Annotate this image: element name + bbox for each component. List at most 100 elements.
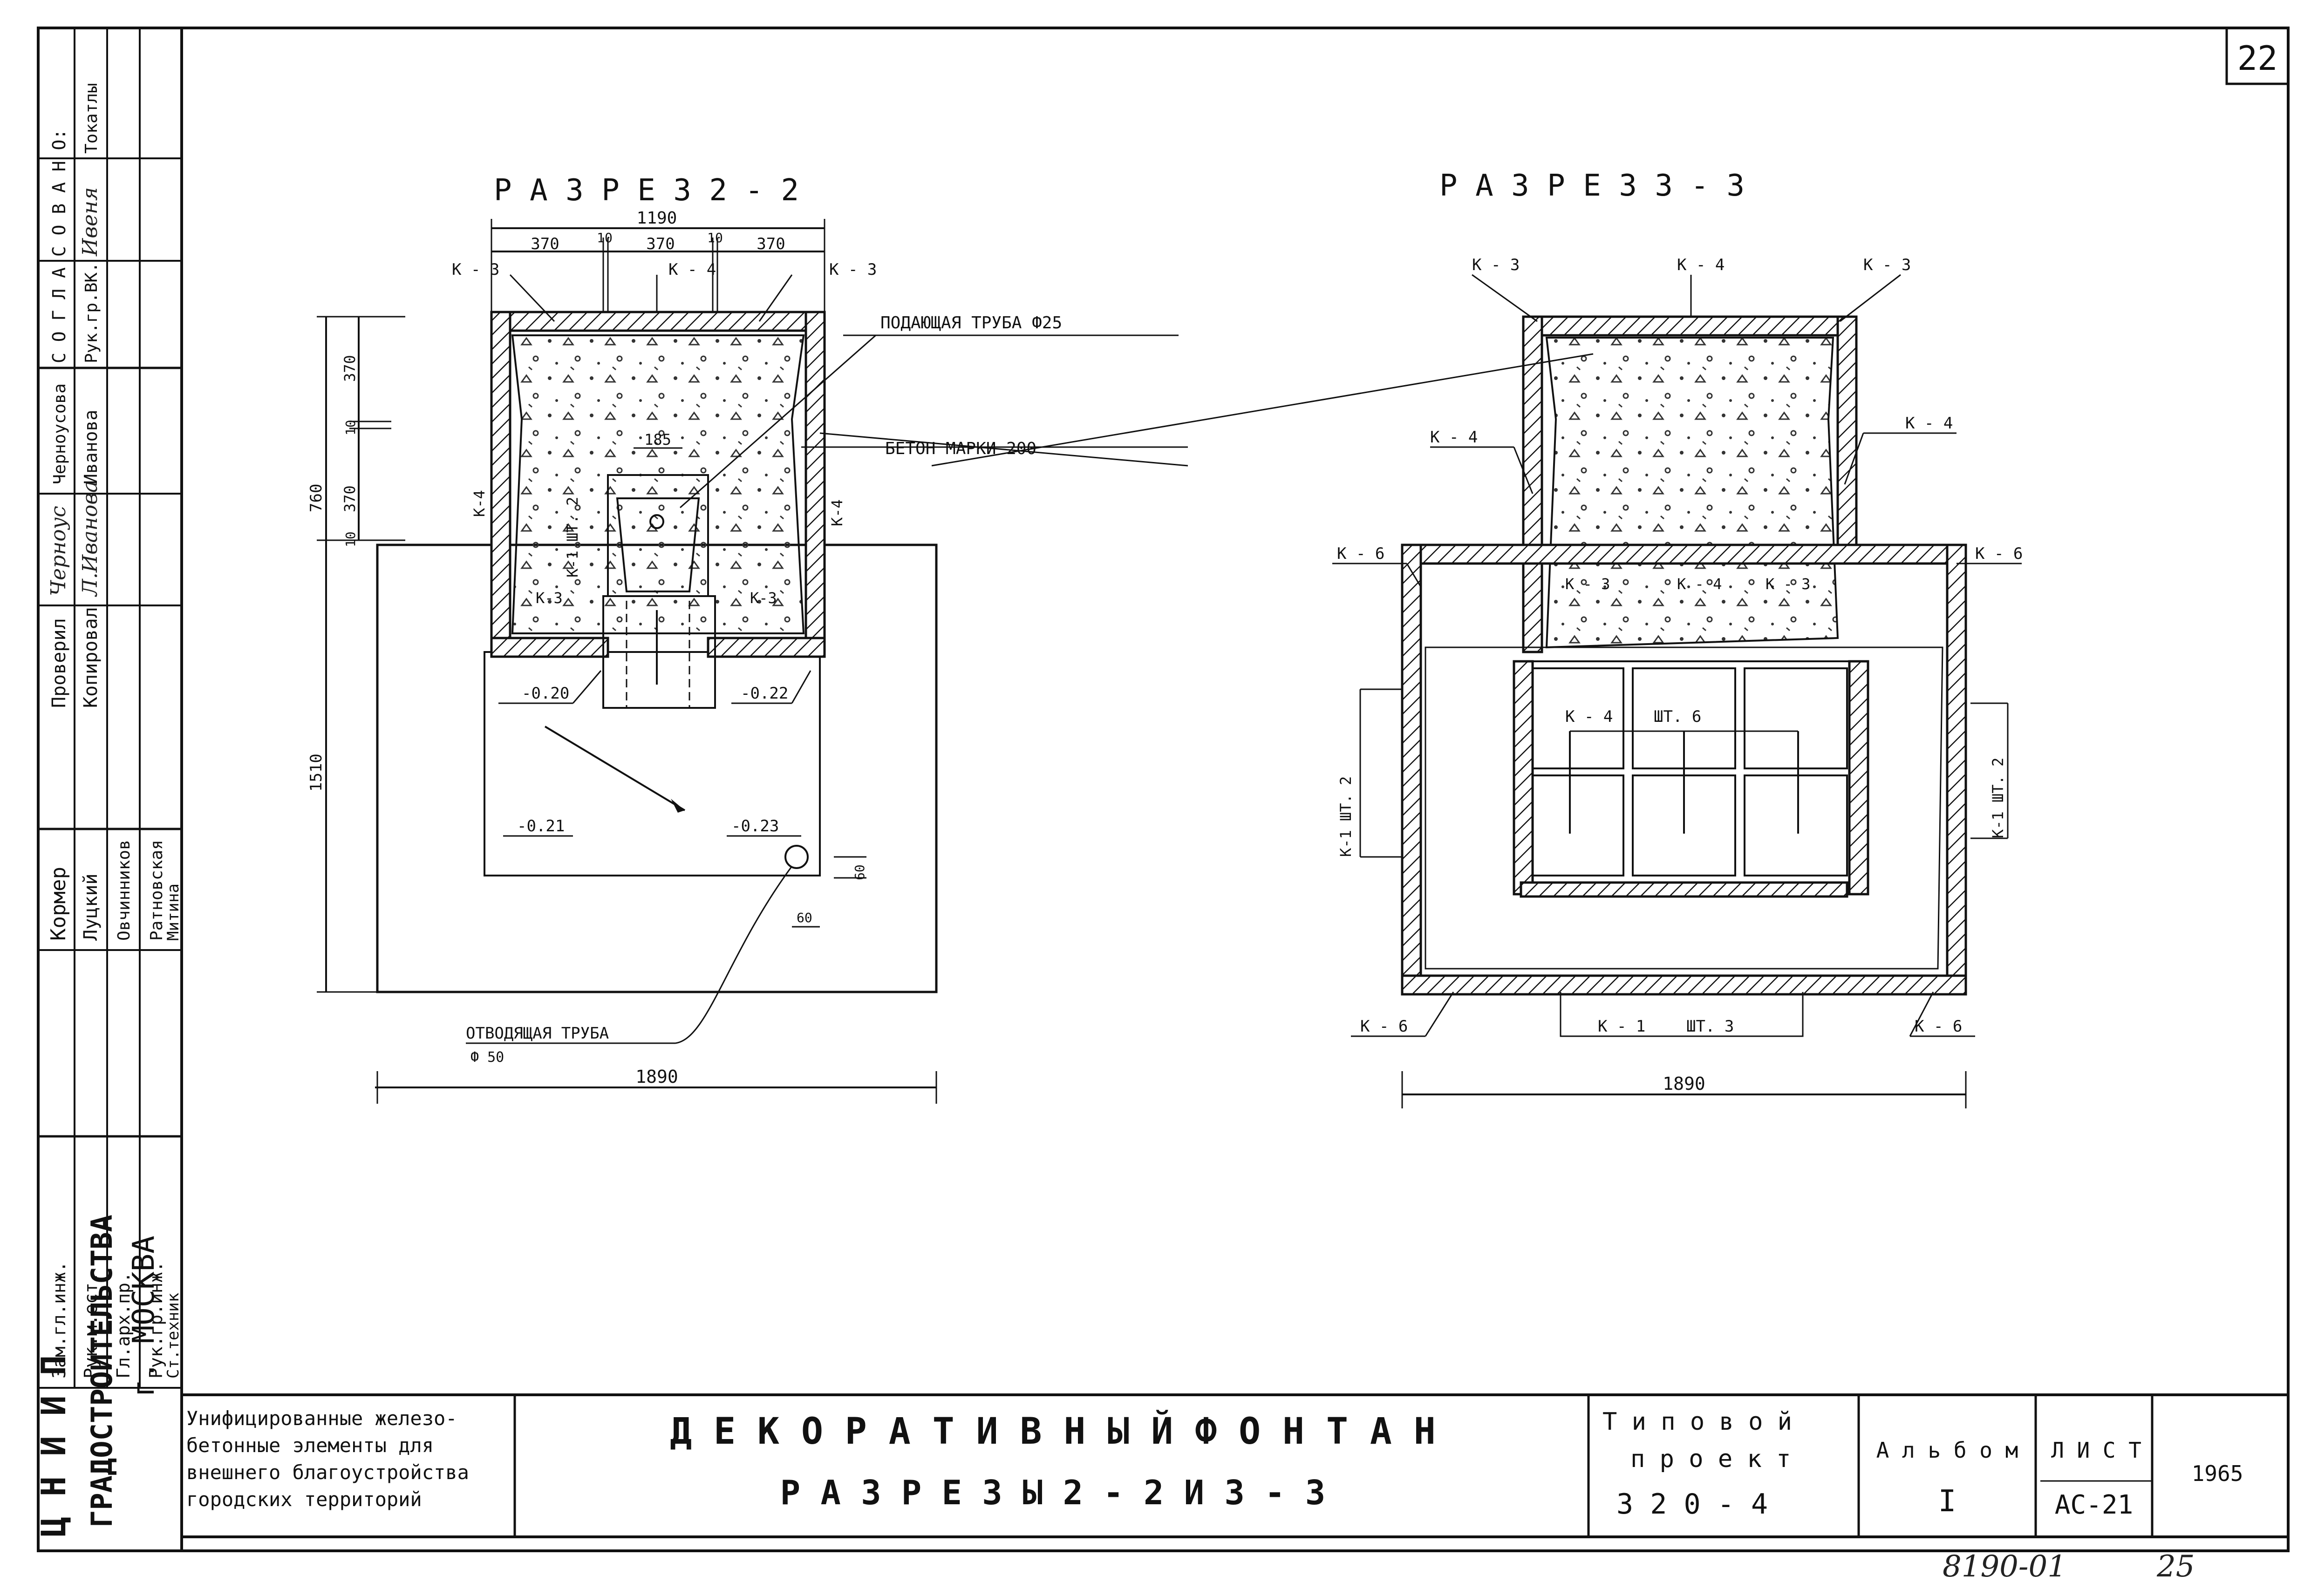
institute-line3: г. МОСКВА — [127, 1236, 161, 1397]
dim-370-a: 370 — [531, 235, 559, 253]
role-4: Рук.гр.инж. — [146, 1261, 166, 1379]
sht3: ШТ. 3 — [1686, 1017, 1734, 1036]
k4-left: К-4 — [470, 490, 488, 517]
section-3-3: Р А З Р Е З 3 - 3 К - 3 К - 4 — [931, 169, 2023, 1108]
k1-b: К - 1 — [1598, 1017, 1645, 1036]
role-5: Ст.техник — [164, 1293, 183, 1379]
sheet-number-box — [2225, 27, 2290, 85]
check-sig-1: Черноус — [47, 506, 70, 596]
basin-outline — [484, 651, 821, 876]
dim-10-v1: 10 — [343, 420, 358, 435]
dim-60-a: 60 — [852, 864, 867, 880]
check-name-2: Иванова — [81, 410, 101, 484]
role-1: Зам.гл.инж. — [49, 1261, 69, 1379]
k3-right: К - 3 — [829, 260, 877, 279]
agreed-title: С О Г Л А С О В А Н О: — [49, 129, 69, 363]
elev-023: -0.23 — [731, 817, 779, 835]
role-3: Гл.арх.пр. — [113, 1272, 134, 1379]
k1-r: К-1 ШТ. 2 — [1989, 758, 2007, 838]
k3-in-l: К - 3 — [1565, 575, 1610, 593]
k3-tl: К - 3 — [1472, 256, 1520, 274]
desc-line1: Унифицированные железо- — [186, 1407, 457, 1430]
project-line1: Т и п о в о й — [1602, 1408, 1792, 1436]
concrete-fill — [512, 335, 804, 633]
dim-370-b: 370 — [646, 235, 675, 253]
k3-left: К - 3 — [452, 260, 499, 279]
k4-t: К - 4 — [1677, 256, 1725, 274]
section-2-2: Р А З Р Е З 2 - 2 1190 370 10 370 10 370 — [307, 173, 1188, 1104]
institute-line2: ГРАДОСТРОИТЕЛЬСТВА — [85, 1215, 119, 1528]
sheet-label: Л И С Т — [2051, 1438, 2141, 1463]
concrete-label: БЕТОН МАРКИ 200 — [885, 439, 1036, 458]
institute-line1: Ц Н И И П — [34, 1355, 73, 1537]
pipe-drain-d: Ф 50 — [470, 1049, 504, 1066]
project-line2: п р о е к т — [1630, 1445, 1791, 1473]
k4-right: К-4 — [828, 499, 846, 526]
name-4: Ратновская — [147, 840, 166, 941]
desc-line3: внешнего благоустройства — [186, 1461, 469, 1484]
footer-page: 25 — [2156, 1549, 2195, 1584]
dim-760: 760 — [307, 484, 326, 512]
dim-370-v1: 370 — [341, 355, 359, 382]
dim-185: 185 — [644, 431, 671, 448]
elev-020: -0.20 — [522, 684, 569, 703]
check-name-1: Черноусова — [50, 383, 69, 484]
k4-in: К - 4 — [1677, 575, 1722, 593]
k6-bl: К - 6 — [1360, 1017, 1408, 1036]
main-title-1: Д Е К О Р А Т И В Н Ы Й Ф О Н Т А Н — [670, 1410, 1436, 1453]
album-value: I — [1938, 1484, 1957, 1519]
k1-l: К-1 ШТ. 2 — [1337, 776, 1355, 857]
dim-370-v2: 370 — [341, 485, 359, 512]
name-3: Овчинников — [115, 840, 134, 941]
main-title-2: Р А З Р Е З Ы 2 - 2 И 3 - 3 — [780, 1473, 1325, 1512]
sheet-value: АС-21 — [2055, 1490, 2134, 1520]
sheet-number: 22 — [2237, 39, 2278, 78]
k4-l: К - 4 — [1430, 428, 1478, 447]
title-block: Унифицированные железо- бетонные элемент… — [182, 1393, 2288, 1584]
k3-in-r: К - 3 — [1766, 575, 1810, 593]
year: 1965 — [2192, 1461, 2243, 1486]
album-label: А л ь б о м — [1876, 1438, 2018, 1463]
k4-top: К - 4 — [668, 260, 716, 279]
pipe-supply: ПОДАЮЩАЯ ТРУБА Ф25 — [880, 313, 1062, 333]
footer-code: 8190-01 — [1943, 1549, 2066, 1584]
dim-370-c: 370 — [757, 235, 785, 253]
agreed-sig: Ивеня — [78, 187, 102, 257]
elev-022: -0.22 — [741, 684, 788, 703]
k6-l: К - 6 — [1337, 544, 1384, 563]
name-5: Митина — [164, 883, 183, 941]
section-2-2-title: Р А З Р Е З 2 - 2 — [494, 173, 799, 208]
agreed-name: Токатлы — [82, 83, 101, 154]
dim-1890-left: 1890 — [635, 1066, 678, 1087]
dim-10-v2: 10 — [343, 531, 358, 547]
agreed-role: Рук.гр.ВК. — [82, 262, 101, 363]
sheet-frame — [37, 27, 2290, 1552]
name-1: Кормер — [47, 867, 70, 941]
name-2: Луцкий — [80, 874, 102, 941]
k6-br: К - 6 — [1915, 1017, 1962, 1036]
project-line3: 3 2 0 - 4 — [1616, 1488, 1768, 1521]
check-role-1: Проверил — [48, 618, 70, 708]
k4-r: К - 4 — [1905, 414, 1953, 433]
dim-1890-right: 1890 — [1663, 1073, 1705, 1094]
k6-r: К - 6 — [1975, 544, 2023, 563]
section-3-3-title: Р А З Р Е З 3 - 3 — [1439, 169, 1745, 203]
drain-pipe — [784, 845, 809, 869]
k3-low-left: К-3 — [536, 589, 563, 607]
k3-low-right: К-3 — [750, 589, 777, 607]
dim-10-b: 10 — [707, 230, 723, 245]
dim-1510: 1510 — [307, 754, 326, 792]
k1-label: К-1 ШТ. 2 — [564, 497, 581, 577]
left-strip: Ц Н И И П ГРАДОСТРОИТЕЛЬСТВА г. МОСКВА З… — [34, 28, 183, 1537]
check-sig-2: Л.Иванова — [78, 481, 102, 597]
dim-60-b: 60 — [797, 910, 812, 925]
desc-line4: городских территорий — [186, 1488, 422, 1511]
dim-1190: 1190 — [637, 209, 677, 228]
k4-grid: К - 4 — [1565, 707, 1613, 726]
pipe-drain: ОТВОДЯЩАЯ ТРУБА — [466, 1024, 609, 1043]
k3-tr: К - 3 — [1863, 256, 1911, 274]
role-2: Рук.м.ест. — [81, 1272, 101, 1379]
check-role-2: Копировал — [80, 607, 102, 708]
elev-021: -0.21 — [517, 817, 565, 835]
